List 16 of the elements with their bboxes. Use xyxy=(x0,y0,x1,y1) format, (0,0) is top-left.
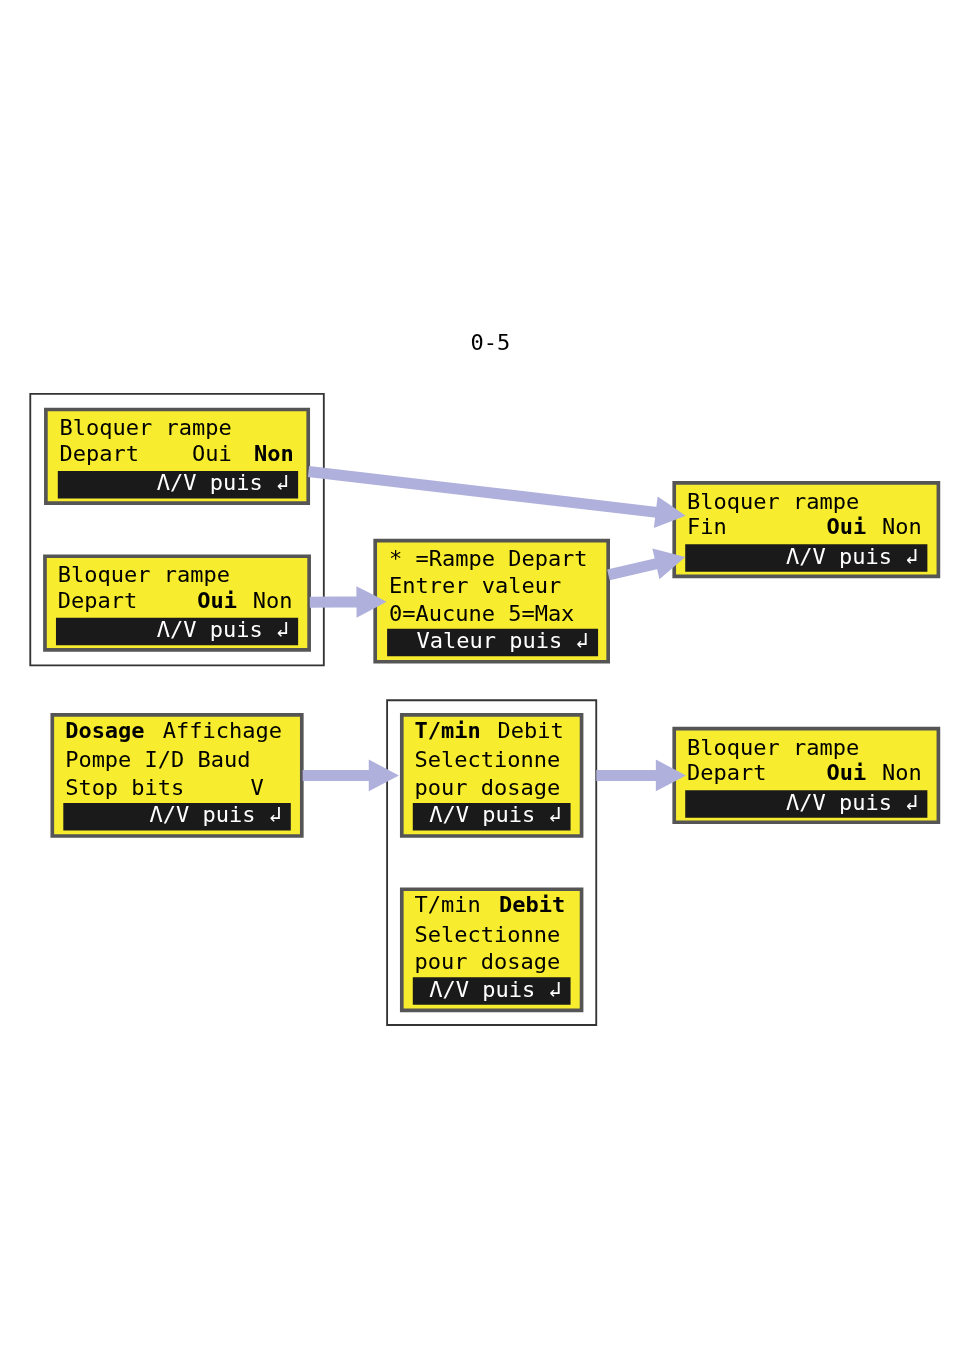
cluster xyxy=(29,392,325,666)
label: 0-5 xyxy=(470,329,511,355)
node-box: * =Rampe Depart Entrer valeur 0=Aucune 5=Max Valeur puis ↲ xyxy=(373,538,610,664)
arrow xyxy=(607,547,686,580)
arrow xyxy=(307,465,686,528)
node-box: T/min Debit Selectionne pour dosage Λ/V puis ↲ xyxy=(399,712,584,838)
node-box: T/min Debit Selectionne pour dosage Λ/V puis ↲ xyxy=(399,886,584,1012)
node-box: Bloquer rampe Depart Oui Non Λ/V puis ↲ xyxy=(672,726,941,824)
node-box: Bloquer rampe Depart Oui Non Λ/V puis ↲ xyxy=(43,553,311,652)
node-box: Bloquer rampe Depart Oui Non Λ/V puis ↲ xyxy=(44,407,311,505)
node-box: Dosage Affichage Pompe I/D Baud Stop bits V Λ/V puis ↲ xyxy=(50,712,304,838)
arrow xyxy=(302,759,399,791)
arrow xyxy=(309,585,387,618)
cluster xyxy=(386,698,598,1026)
arrow xyxy=(596,759,686,791)
node-box: Bloquer rampe Fin Oui Non Λ/V puis ↲ xyxy=(672,480,941,578)
